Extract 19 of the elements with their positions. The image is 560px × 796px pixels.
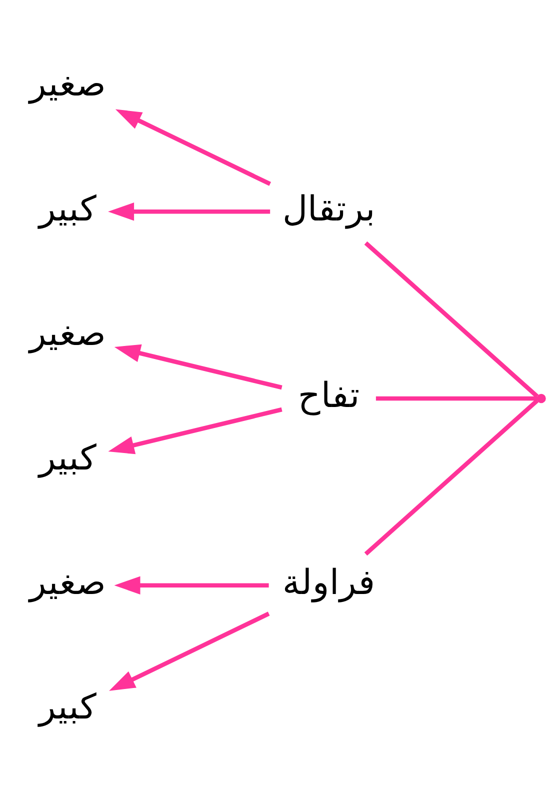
node-text: صغير: [29, 564, 106, 602]
connector: [364, 240, 539, 398]
arrow: [108, 202, 270, 220]
arrow: [114, 576, 269, 594]
node-text: صغير: [29, 65, 106, 104]
node-text: صغير: [29, 314, 106, 352]
connector: [376, 396, 538, 400]
node-text: تفاح: [298, 376, 360, 415]
node-text: فراولة: [282, 564, 376, 602]
connector: [364, 398, 539, 556]
node-text: كبير: [38, 438, 97, 477]
arrow: [114, 344, 282, 390]
arrow: [115, 108, 272, 186]
node-point: [536, 393, 546, 403]
node-text: كبير: [38, 190, 97, 228]
arrow: [109, 611, 270, 690]
node-text: برتقال: [282, 190, 376, 228]
node-text: كبير: [38, 688, 97, 726]
arrow: [108, 406, 282, 454]
